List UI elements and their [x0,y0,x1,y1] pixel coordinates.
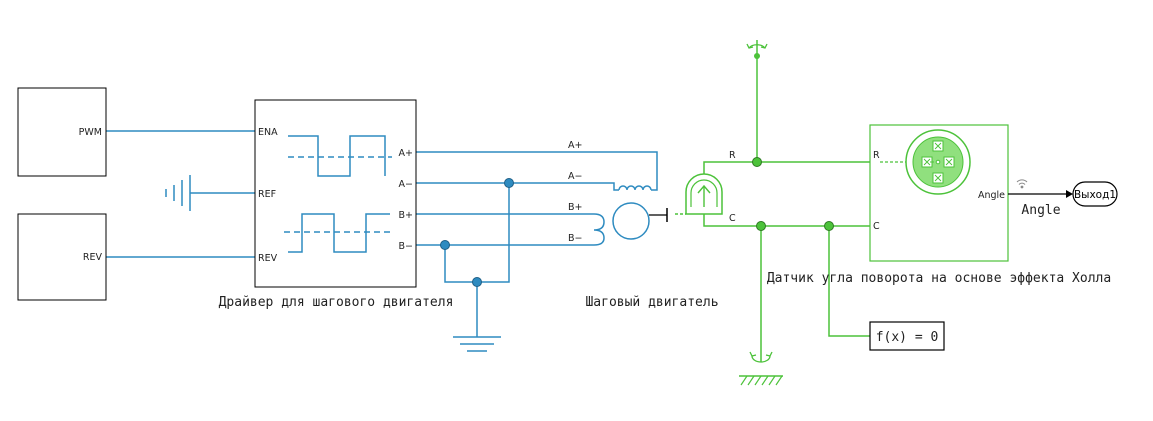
driver-caption: Драйвер для шагового двигателя [219,295,454,310]
driver-port-b-minus: B− [399,241,413,252]
hall-sensor-disc-icon [905,129,971,195]
driver-port-rev: REV [258,253,278,264]
hall-sensor-port-angle: Angle [978,190,1005,201]
electrical-ground-icon[interactable] [453,336,501,352]
junction [756,221,766,231]
wire-r[interactable] [703,161,870,176]
output-port-label: Выход1 [1074,189,1116,201]
solver-label: f(x) = 0 [876,330,939,345]
motor-port-a-plus: A+ [568,140,582,151]
hall-sensor-port-c: C [873,221,880,232]
hall-sensor-port-r: R [873,150,880,161]
driver-port-b-plus: B+ [399,210,413,221]
motor-port-a-minus: A− [568,171,582,182]
stepper-motor-block[interactable]: A+ A− B+ B− [568,140,686,246]
hall-sensor-caption: Датчик угла поворота на основе эффекта Х… [767,271,1111,286]
sensor-conn-port-c: C [729,213,736,224]
junction [472,277,482,287]
mechanical-junctions [752,157,834,231]
motor-port-b-plus: B+ [568,202,582,213]
signal-label-angle: Angle [1021,203,1060,218]
junction [504,178,514,188]
motor-caption: Шаговый двигатель [585,295,718,310]
motor-port-b-minus: B− [568,233,582,244]
motor-coil-a-icon [618,185,652,191]
pwm-source-block[interactable]: PWM [17,87,107,177]
pwm-port-label: PWM [79,127,102,138]
output-port-block[interactable]: Выход1 [1072,181,1118,207]
electrical-junctions [440,178,514,287]
mechanical-wires [703,56,870,362]
solver-configuration-block[interactable]: f(x) = 0 [869,321,945,351]
rev-source-block[interactable]: REV [17,213,107,301]
driver-waveform-icon [284,135,392,253]
wire-a-minus[interactable] [416,182,619,191]
driver-port-a-plus: A+ [399,148,413,159]
stepper-driver-block[interactable]: ENA REF REV A+ A− B+ B− [254,99,417,288]
wire-solver[interactable] [828,226,870,337]
mechanical-ground-icon[interactable] [739,351,783,386]
motion-sensor-icon[interactable]: R C [685,150,736,224]
driver-port-ref: REF [258,189,276,200]
rotation-arrow-icon[interactable] [746,40,768,59]
electrical-reference-icon[interactable] [165,175,191,211]
rev-port-label: REV [83,252,103,263]
wire-c[interactable] [703,214,870,227]
wireless-icon [1016,179,1028,189]
hall-sensor-block[interactable]: R C Angle [869,124,1009,262]
sensor-conn-port-r: R [729,150,736,161]
motor-coil-b-icon [593,213,605,246]
motor-rotor-icon [612,202,650,240]
junction [440,240,450,250]
junction [752,157,762,167]
signal-arrow [1066,190,1073,198]
driver-port-ena: ENA [258,127,278,138]
driver-port-a-minus: A− [399,179,413,190]
junction [824,221,834,231]
wire-a-plus[interactable] [416,151,658,191]
wire-a-minus-b-minus-bridge[interactable] [444,183,510,283]
